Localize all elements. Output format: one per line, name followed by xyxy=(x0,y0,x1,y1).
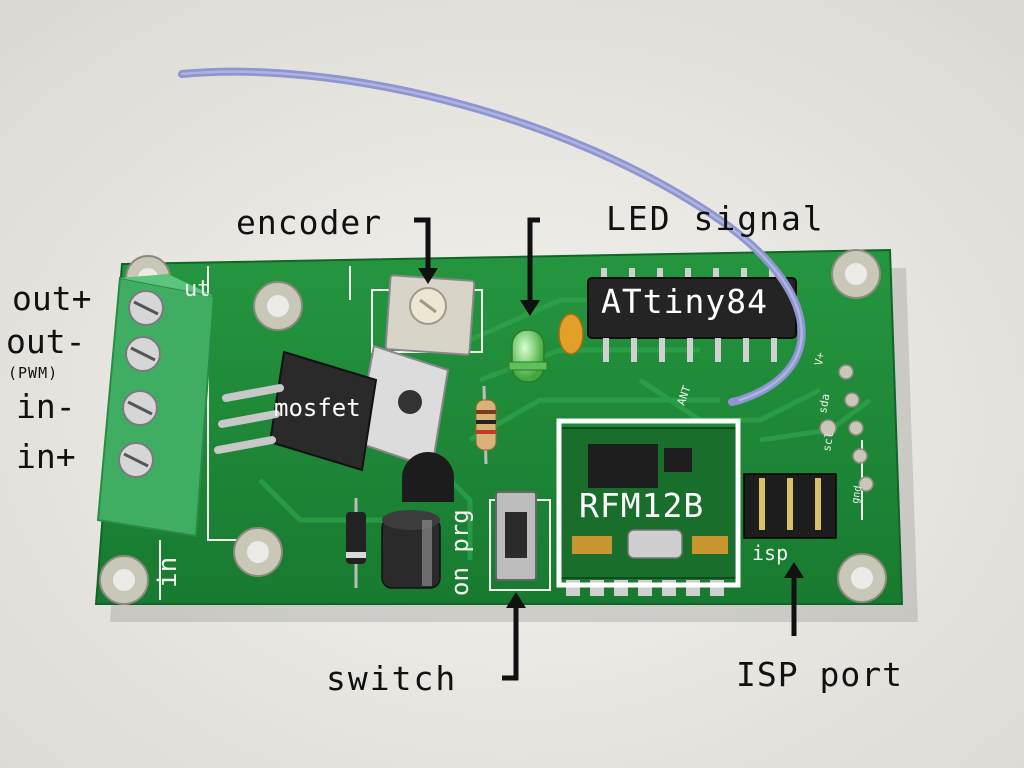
label-out-minus: out- xyxy=(6,322,86,361)
attiny-pins-bottom xyxy=(603,338,777,362)
silk-gnd: gnd xyxy=(850,485,864,505)
label-attiny84: ATtiny84 xyxy=(601,282,768,321)
switch-pointer xyxy=(502,606,519,681)
label-led-signal: LED signal xyxy=(606,199,825,238)
callout-arrowheads xyxy=(418,268,804,608)
silk-out-partial: ut xyxy=(184,277,211,302)
encoder-arrowhead xyxy=(418,268,438,284)
mosfet-leads xyxy=(214,384,284,454)
attiny84-chip xyxy=(587,268,797,362)
ceramic-capacitor xyxy=(558,313,584,355)
led-arrowhead xyxy=(520,300,540,316)
antenna-wire-highlight xyxy=(180,70,803,402)
voltage-regulator xyxy=(402,452,454,502)
callout-pointers xyxy=(414,217,797,681)
slide-switch xyxy=(495,491,537,581)
label-encoder: encoder xyxy=(236,203,383,242)
terminal-block xyxy=(96,274,216,538)
label-pwm: (PWM) xyxy=(8,364,59,382)
label-in-minus: in- xyxy=(16,387,76,426)
silk-on-prg: on prg xyxy=(446,509,474,596)
silk-sda: sda xyxy=(816,393,832,415)
rotary-encoder xyxy=(384,274,476,356)
silkscreen-labels: in on prg isp ut ANT V+ sda scl gnd xyxy=(153,277,864,596)
led-component xyxy=(508,329,548,383)
isp-pins xyxy=(759,478,821,530)
label-rfm12b: RFM12B xyxy=(579,486,705,525)
label-mosfet: mosfet xyxy=(274,394,361,422)
mosfet-component xyxy=(214,344,450,472)
silk-isp: isp xyxy=(752,541,788,565)
rfm-highlight-box xyxy=(556,418,741,588)
silk-scl: scl xyxy=(820,431,836,453)
led-pointer xyxy=(527,217,540,302)
label-out-plus: out+ xyxy=(12,279,92,318)
label-isp-port: ISP port xyxy=(736,655,903,694)
diode xyxy=(346,498,366,588)
isp-arrowhead xyxy=(784,562,804,578)
switch-arrowhead xyxy=(506,592,526,608)
silk-in: in xyxy=(153,557,183,588)
terminal-screws xyxy=(118,290,164,478)
resistor xyxy=(475,385,497,465)
io-pads xyxy=(819,364,874,492)
label-in-plus: in+ xyxy=(16,437,76,476)
encoder-pointer xyxy=(414,217,431,270)
label-switch: switch xyxy=(326,659,458,698)
mounting-holes xyxy=(99,249,887,605)
electrolytic-capacitor xyxy=(381,510,441,589)
rfm12b-module xyxy=(556,418,741,596)
isp-header xyxy=(743,473,837,539)
silk-v-plus: V+ xyxy=(812,351,827,367)
